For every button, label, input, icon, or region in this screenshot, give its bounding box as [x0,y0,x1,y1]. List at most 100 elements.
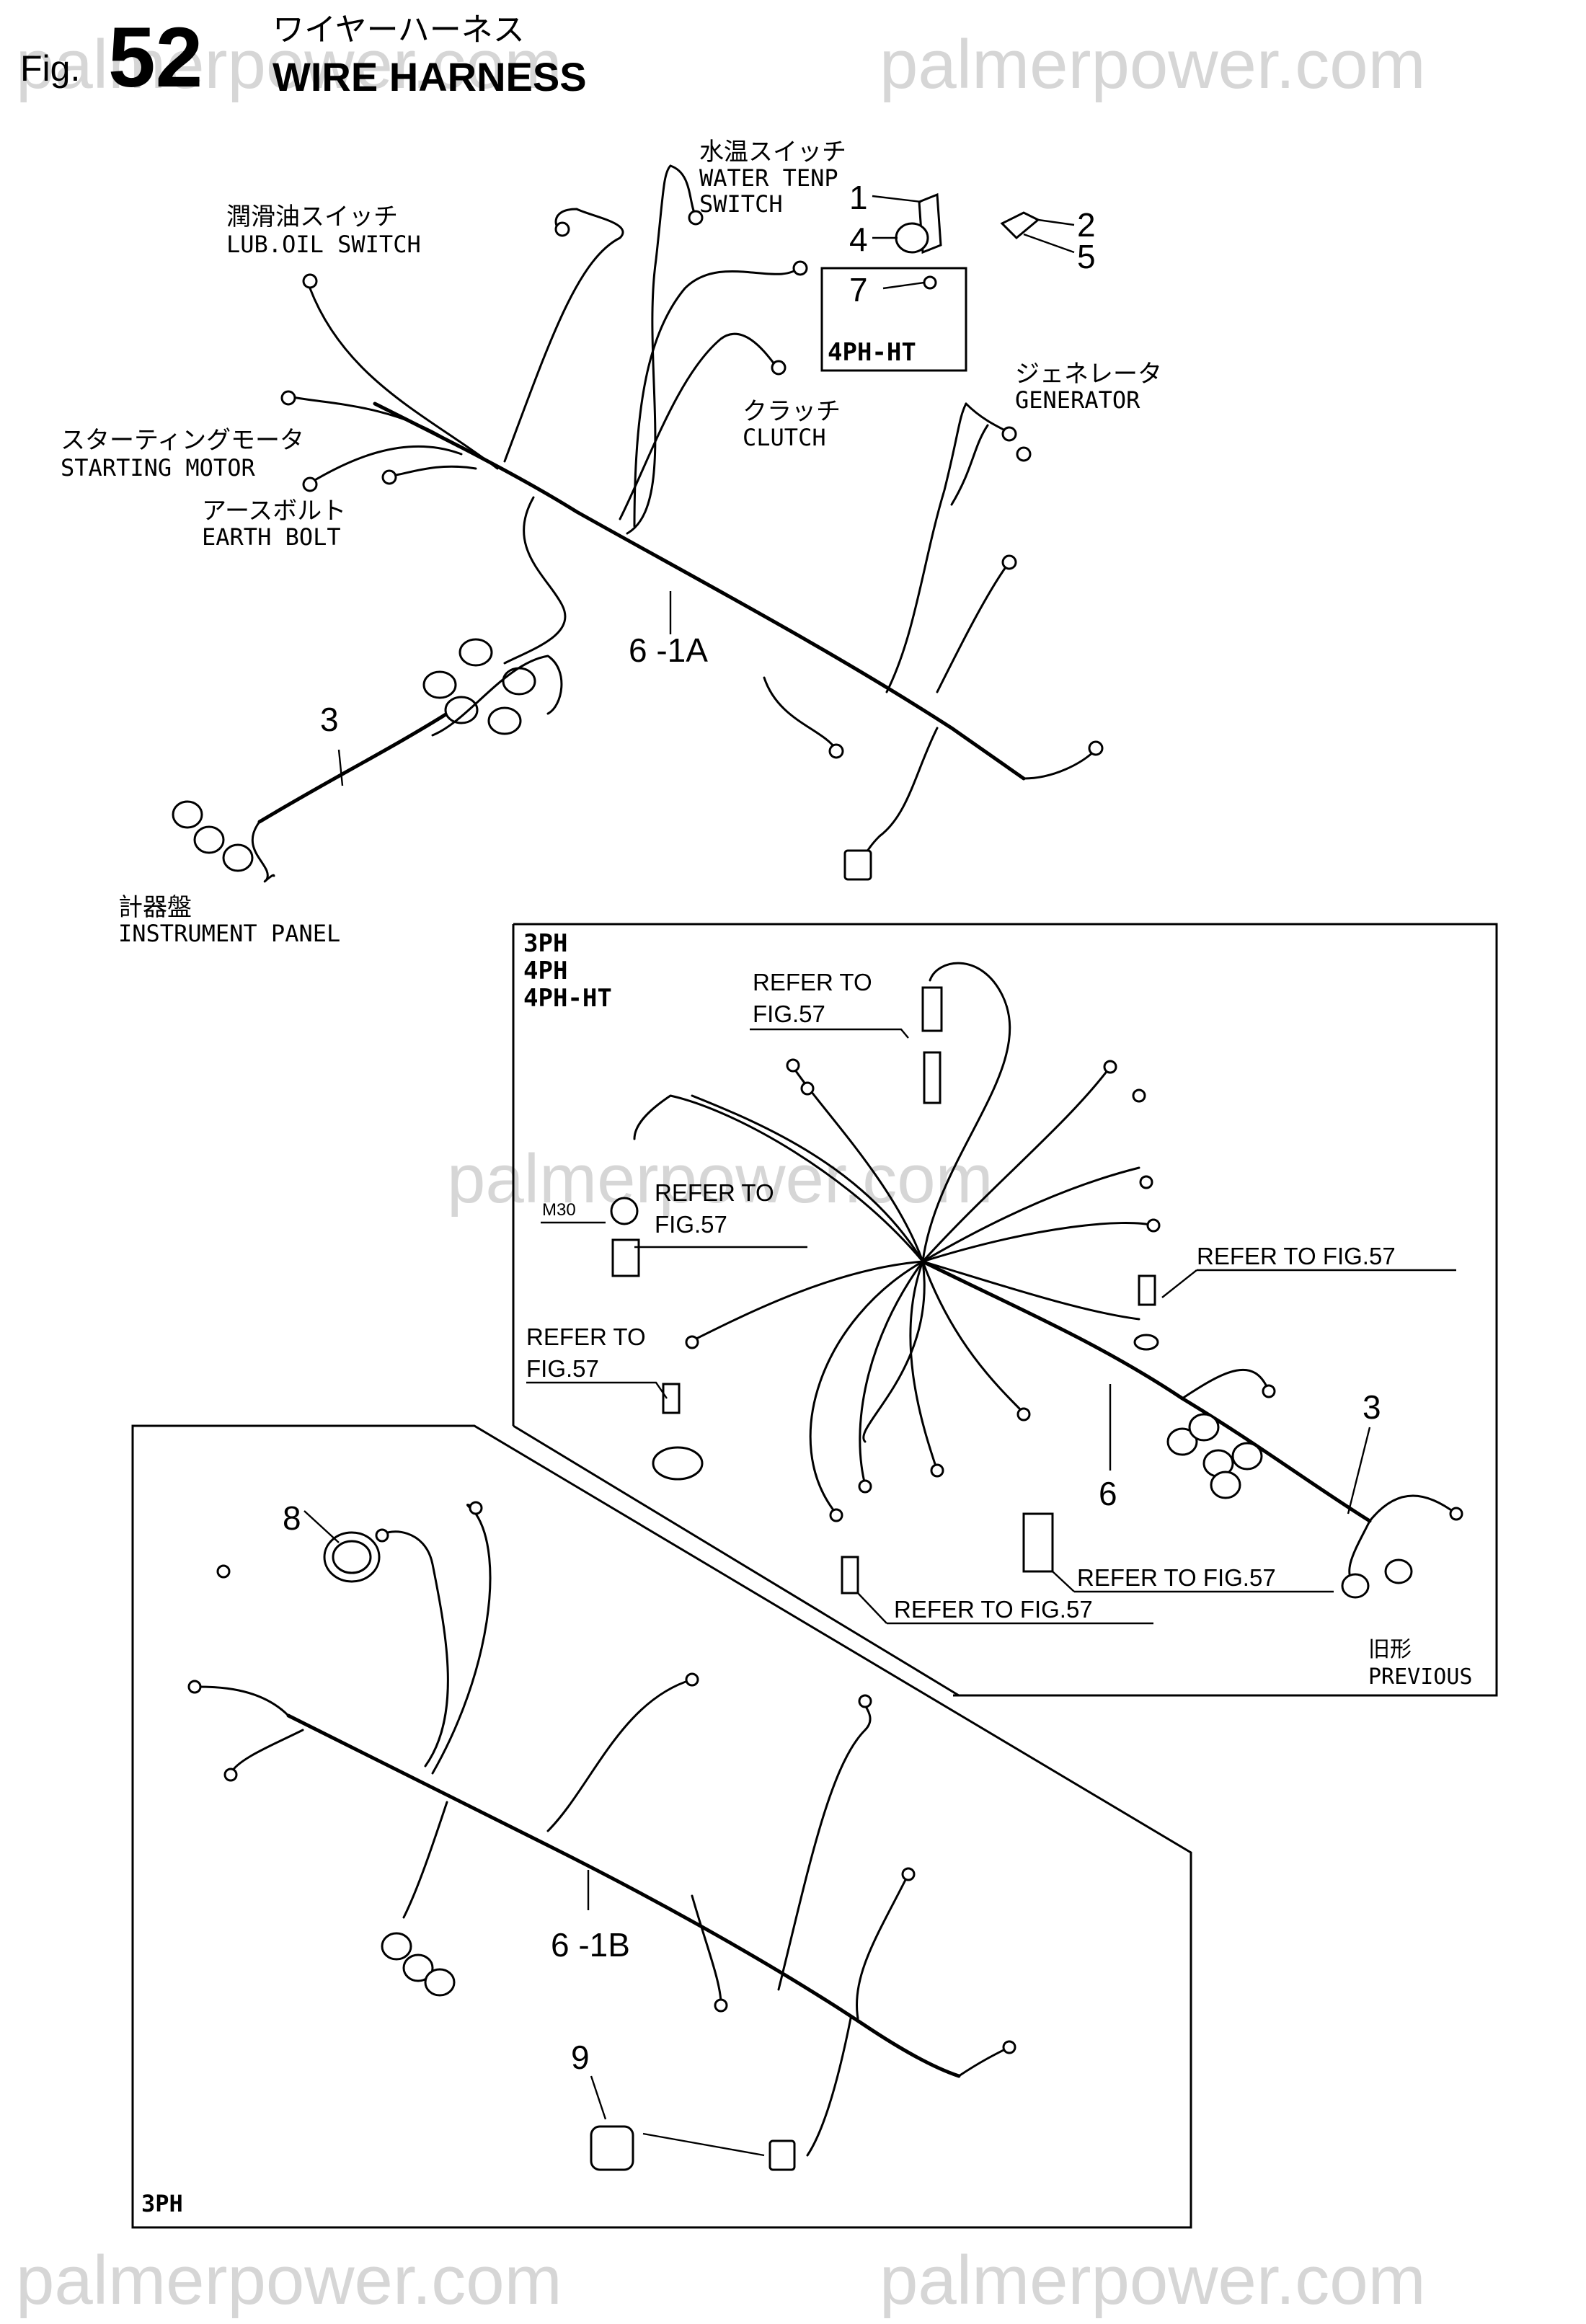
label-prev-4ph: 4PH [523,957,567,985]
label-earth-en: EARTH BOLT [202,523,341,551]
branch-6-1b-left-1 [193,1685,290,1717]
terminal-generator-2 [1016,446,1032,462]
terminal-starting-1 [280,390,296,406]
generator-lead-2 [950,424,989,506]
leader-2 [1037,218,1075,226]
watermark-top-right: palmerpower.com [880,26,1426,103]
leader-1 [872,195,922,203]
branch-generator [885,402,967,693]
leader-3-top [337,749,344,786]
branch-starting-1 [287,395,448,441]
terminal-3ph-3 [685,1672,699,1687]
branch-6-1b-up-3 [546,1678,694,1832]
prev-socket-5 [1210,1471,1241,1499]
branch-6-1b-right-1 [777,1700,872,1991]
watermark-middle: palmerpower.com [447,1140,993,1218]
branch-6-1b-up-2 [431,1504,492,1775]
terminal-starting-2 [302,476,318,492]
label-fig57-left: FIG.57 [526,1355,599,1382]
socket-3ph-3 [424,1968,456,1997]
terminal-clutch [771,360,787,376]
terminal-prev-5 [1139,1175,1153,1189]
variant-box-4ph-ht [820,267,967,372]
terminal-3ph-8 [714,1998,728,2013]
sensor-m30 [611,1238,640,1277]
callout-2: 2 [1077,206,1096,244]
terminal-clutch-upper [792,260,808,276]
leader-3-prev [1347,1427,1371,1514]
callout-3-prev: 3 [1363,1388,1381,1426]
branch-down-1 [809,1260,924,1515]
sensor-right [1138,1274,1156,1306]
label-refer-to-top: REFER TO [753,969,872,995]
instrument-socket-2 [193,825,225,854]
terminal-prev-2 [800,1081,815,1096]
branch-trunk-1 [1181,1368,1270,1400]
terminal-generator-1 [1001,426,1017,442]
box-3ph [131,1424,1192,2229]
main-trunk-6-1a [373,402,1026,781]
main-trunk-6 [921,1259,1372,1523]
terminal-lower [828,743,844,759]
leader-refer-top [750,1028,909,1039]
branch-upper-right-2 [921,1166,1140,1263]
leader-9-connector [642,2132,765,2157]
trunk-end-right [1022,748,1097,780]
branch-to-instrument [503,496,567,665]
prev-socket-1 [1166,1427,1198,1456]
branch-6-1b-down [806,2017,852,2157]
callout-4: 4 [849,221,868,258]
fig-number: 52 [108,10,203,105]
sensor-bottom-2 [841,1556,859,1595]
callout-7: 7 [849,271,868,309]
branch-clutch-upper [633,265,802,528]
terminal-earth [381,469,397,485]
label-previous-jp: 旧形 [1368,1637,1412,1662]
previous-box-frame [512,923,1498,1697]
branch-refer-top [921,962,1011,1263]
part-8-clamp-inner [332,1540,372,1574]
label-earth-jp: アースボルト [202,497,346,525]
label-refer-to-mid: REFER TO [655,1179,774,1206]
harness-6-1b [187,1501,1016,2171]
sensor-refer-top-body [923,1051,942,1104]
terminal-lub-oil [302,273,318,289]
harness-6-1a [172,164,1104,883]
bulb-socket-3 [502,667,536,696]
label-prev-3ph: 3PH [523,929,567,958]
sensor-right-washer [1133,1334,1159,1351]
branch-lub-oil [309,287,499,470]
terminal-prev-11 [1016,1407,1031,1422]
terminal-3ph-2 [469,1501,483,1515]
bulb-socket-4 [444,696,479,724]
branch-down-2 [859,1260,924,1486]
label-refer-to-left: REFER TO [526,1323,646,1350]
branch-down-5 [862,1260,926,1443]
previous-box-diagonal [513,1424,960,1697]
connector-3ph [768,2139,796,2171]
label-lub-oil-jp: 潤滑油スイッチ [226,203,398,231]
title-english: WIRE HARNESS [273,54,587,99]
callout-6-1b: 6 -1B [551,1926,630,1964]
terminal-3ph-9 [1002,2040,1016,2054]
prev-socket-4 [1231,1442,1263,1471]
socket-3ph-1 [381,1932,412,1961]
watermark-top-left: palmerpower.com [16,26,562,103]
terminal-prev-1 [786,1058,800,1073]
part-4-boot [895,222,929,254]
terminal-water-temp [688,210,704,226]
leader-refer-right-tip [1161,1269,1197,1298]
branch-clutch [619,332,780,520]
callout-5: 5 [1077,238,1096,275]
callout-6: 6 [1099,1475,1117,1512]
terminal-trunk-end [1088,740,1104,756]
terminal-3ph-6 [187,1680,202,1694]
label-water-temp-en2: SWITCH [699,190,783,218]
callout-8: 8 [283,1499,301,1537]
label-fig57-top: FIG.57 [753,1001,825,1027]
branch-6-1b-right-2 [856,1873,910,2020]
label-starting-jp: スターティングモータ [61,426,304,455]
label-generator-jp: ジェネレータ [1015,360,1162,389]
parts-1-4-7 [895,192,1040,290]
generator-lead-1 [965,402,1011,434]
